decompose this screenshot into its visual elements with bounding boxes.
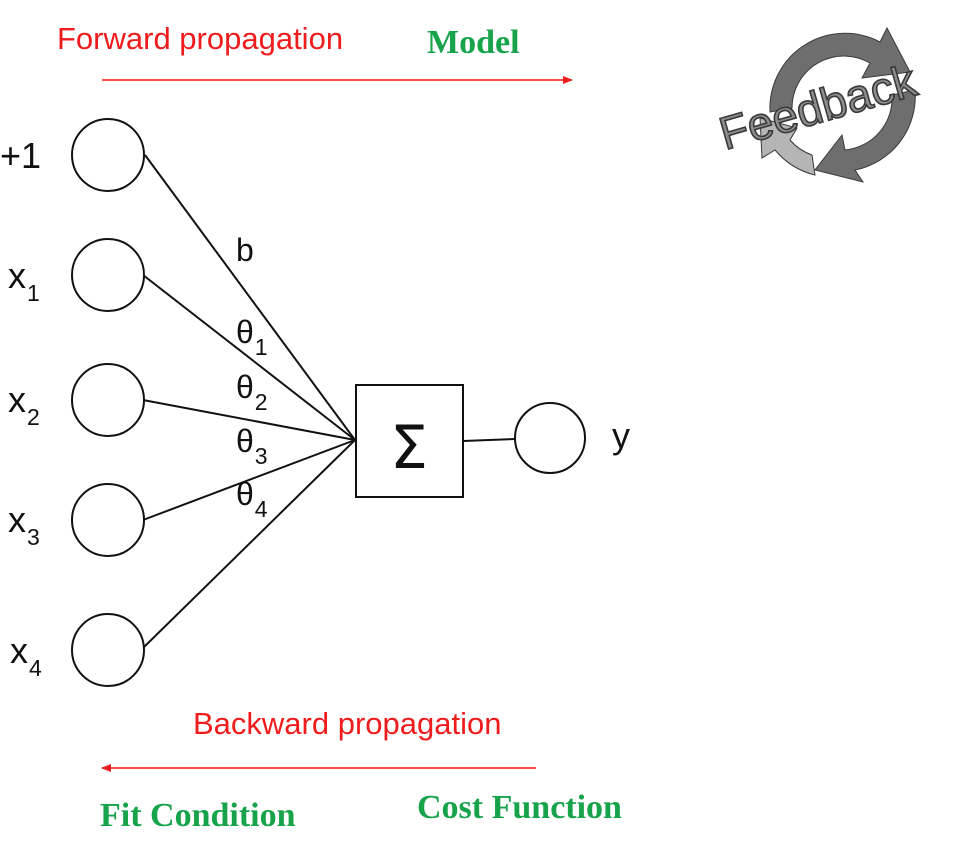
edge-x4 xyxy=(142,439,356,649)
input-label-x1: x1 xyxy=(8,255,40,306)
fit-condition-label: Fit Condition xyxy=(100,797,296,834)
input-node-x4 xyxy=(71,613,145,687)
feedback-logo: Feedback xyxy=(713,26,924,183)
input-label-bias: +1 xyxy=(0,135,41,176)
edge-output xyxy=(462,438,516,442)
edge-x3 xyxy=(142,439,356,521)
input-label-x2: x2 xyxy=(8,379,40,430)
cost-function-label: Cost Function xyxy=(417,789,622,826)
forward-propagation-label: Forward propagation xyxy=(57,21,343,56)
summation-box xyxy=(355,384,464,498)
input-label-x4: x4 xyxy=(10,630,42,681)
input-label-x3: x3 xyxy=(8,499,40,550)
edge-x1 xyxy=(142,274,356,441)
weight-label-bias: b xyxy=(236,232,254,268)
output-node xyxy=(514,402,586,474)
model-label: Model xyxy=(427,24,520,61)
edge-x2 xyxy=(142,399,356,441)
input-node-x3 xyxy=(71,483,145,557)
weight-label-theta3: θ3 xyxy=(236,423,268,469)
weight-label-theta1: θ1 xyxy=(236,314,268,360)
edge-bias xyxy=(144,154,356,441)
backward-propagation-label: Backward propagation xyxy=(193,706,501,741)
weight-label-theta2: θ2 xyxy=(236,369,268,415)
output-label: y xyxy=(612,415,630,456)
input-node-bias xyxy=(71,118,145,192)
weight-label-theta4: θ4 xyxy=(236,476,268,522)
summation-symbol: Σ xyxy=(390,413,428,483)
input-node-x1 xyxy=(71,238,145,312)
input-node-x2 xyxy=(71,363,145,437)
